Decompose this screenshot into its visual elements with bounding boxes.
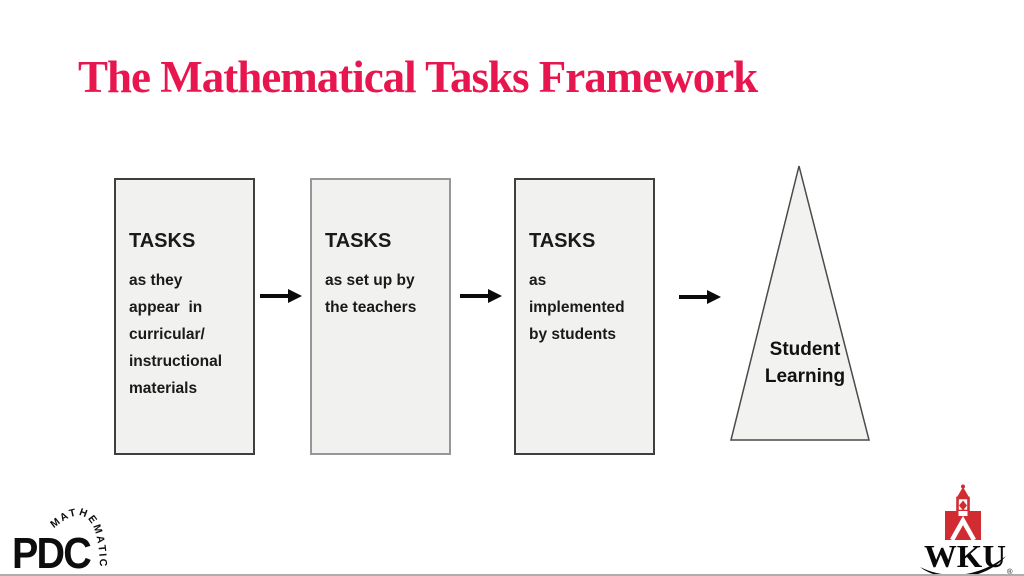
tasks-box-heading: TASKS: [129, 230, 196, 252]
wku-wordmark: WKU: [924, 538, 1006, 574]
student-learning-label: Student Learning: [764, 339, 846, 387]
tasks-box-heading: TASKS: [529, 230, 596, 252]
arrow-right-icon: [679, 290, 721, 304]
tasks-box-heading: TASKS: [325, 230, 392, 252]
arrow-right-icon: [460, 289, 502, 303]
tasks-box-curricular: TASKS as they appear in curricular/ inst…: [114, 178, 255, 455]
wku-swoosh: [920, 556, 1006, 575]
wku-cupola-icon: [945, 484, 981, 542]
slide-title: The Mathematical Tasks Framework: [78, 52, 758, 102]
pdc-mathematics-logo-icon: PDC MATHEMATICS: [6, 490, 107, 576]
pdc-wordmark: PDC: [12, 529, 91, 576]
tasks-box-body: as set up by the teachers: [325, 272, 417, 316]
arrow-right-icon: [260, 289, 302, 303]
tasks-box-students: TASKS as implemented by students: [514, 178, 655, 455]
tasks-box-body: as they appear in curricular/ instructio…: [129, 272, 223, 397]
tasks-box-teachers: TASKS as set up by the teachers: [310, 178, 451, 455]
tasks-box-body: as implemented by students: [529, 272, 625, 343]
student-learning-triangle: [730, 165, 870, 441]
wku-logo-icon: WKU ®: [920, 484, 1013, 575]
slide-bottom-edge: [0, 574, 1024, 576]
registered-mark: ®: [1007, 567, 1013, 575]
